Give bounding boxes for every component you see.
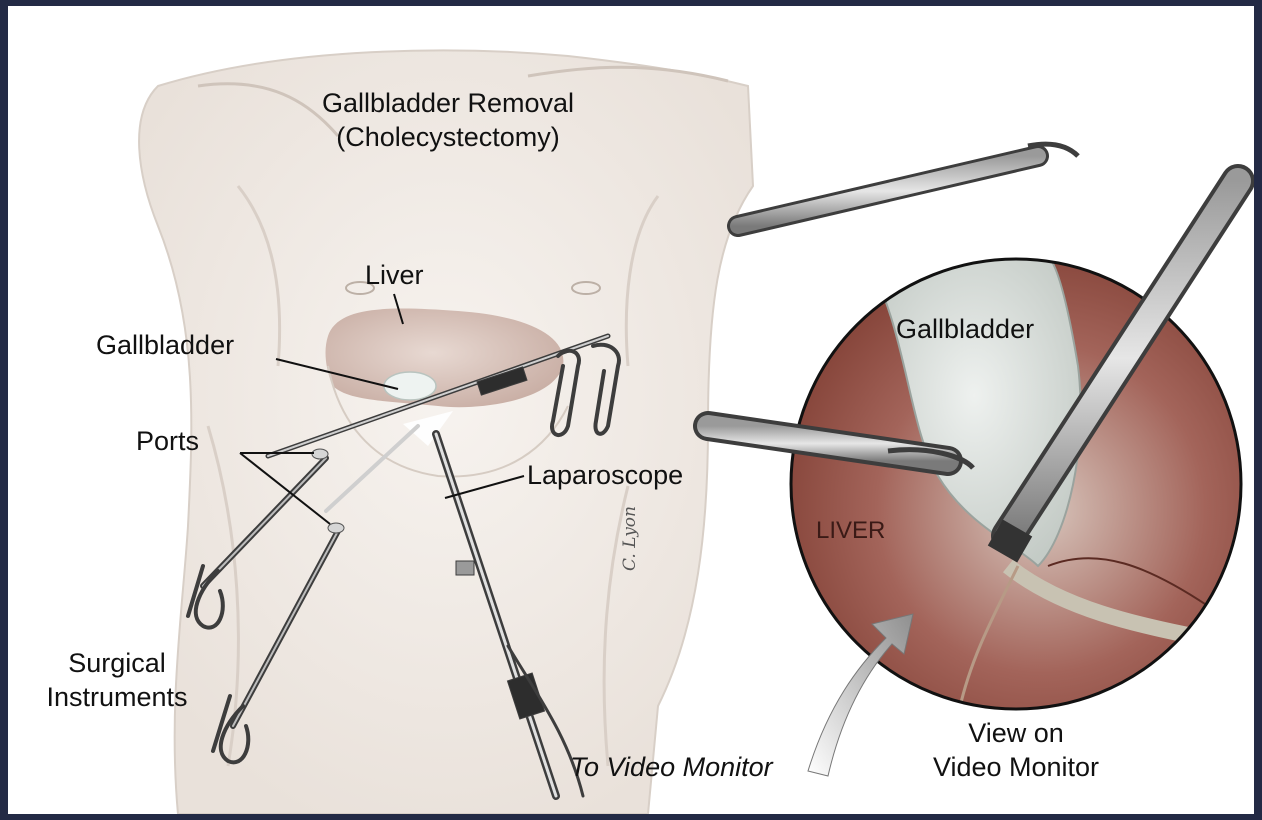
inset-caption-line1: View on	[906, 716, 1126, 750]
title: Gallbladder Removal (Cholecystectomy)	[278, 86, 618, 154]
label-liver: Liver	[365, 258, 424, 292]
surgical-line2: Instruments	[22, 680, 212, 714]
surgical-line1: Surgical	[22, 646, 212, 680]
inset-label-liver: LIVER	[816, 514, 885, 548]
inset-caption-line2: Video Monitor	[906, 750, 1126, 784]
label-surgical-instruments: Surgical Instruments	[22, 646, 212, 714]
title-line1: Gallbladder Removal	[278, 86, 618, 120]
gallbladder-shape	[384, 372, 436, 400]
title-line2: (Cholecystectomy)	[278, 120, 618, 154]
illustration-panel: Gallbladder Removal (Cholecystectomy) Li…	[8, 6, 1254, 814]
label-to-video-monitor: To Video Monitor	[570, 750, 773, 784]
inset-label-gallbladder: Gallbladder	[896, 312, 1034, 346]
label-laparoscope: Laparoscope	[527, 458, 683, 492]
label-gallbladder: Gallbladder	[96, 328, 234, 362]
torso	[139, 50, 753, 814]
label-ports: Ports	[136, 424, 199, 458]
artist-signature: C. Lyon	[620, 506, 640, 571]
inset-caption: View on Video Monitor	[906, 716, 1126, 784]
